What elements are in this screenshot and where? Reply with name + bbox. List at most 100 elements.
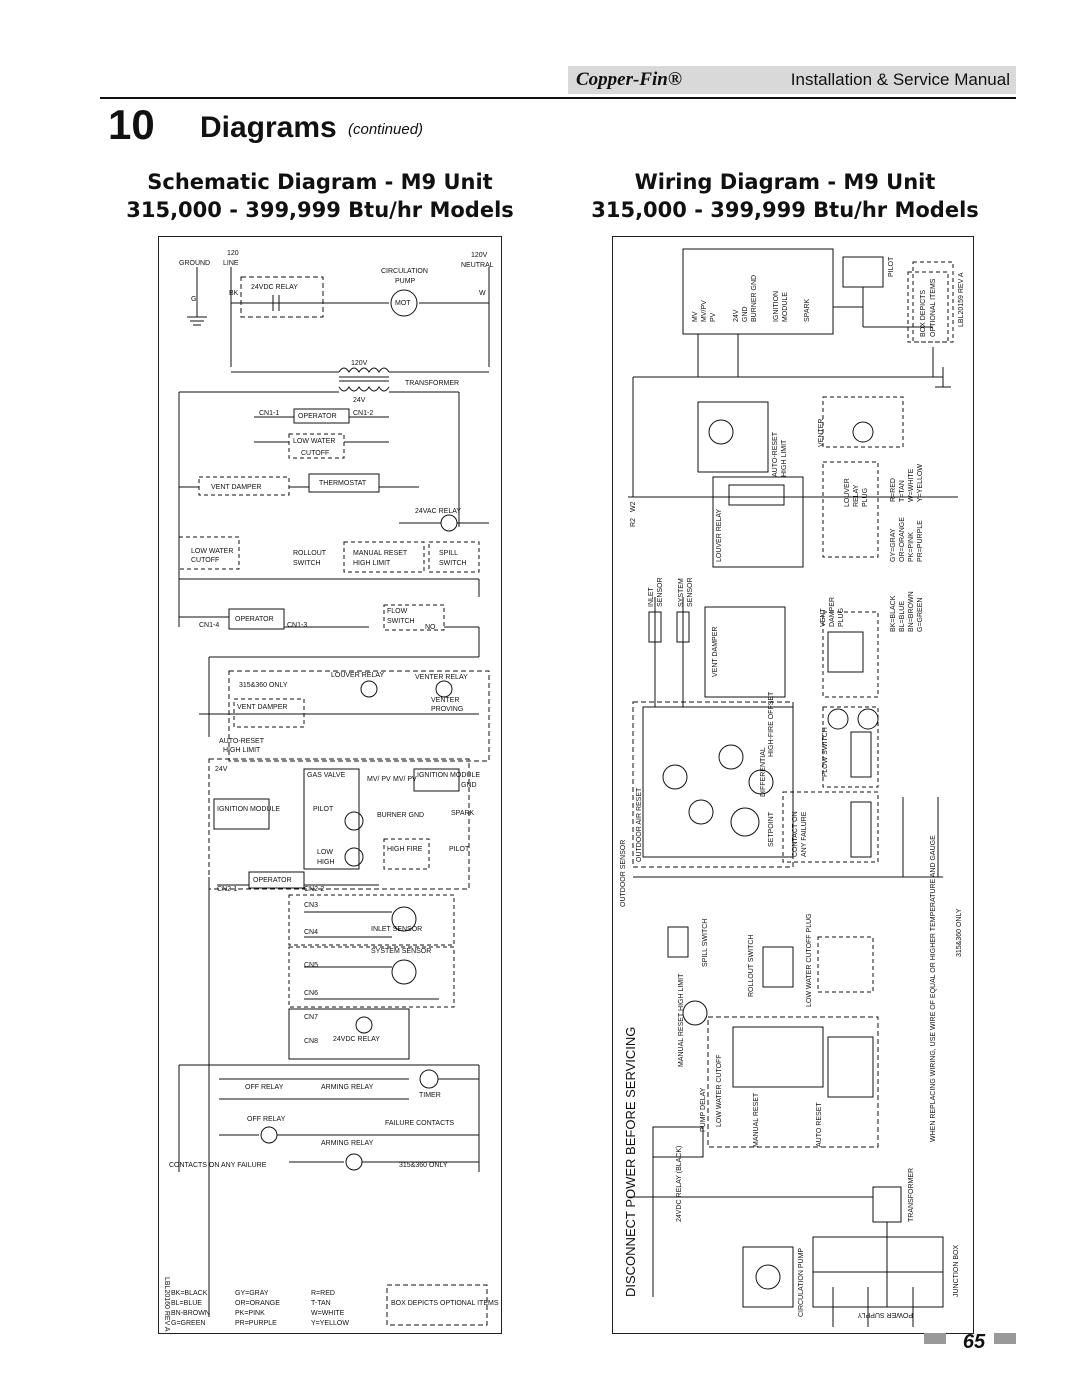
header-rule [100,97,1016,99]
wir-sensor: SENSOR [657,577,664,607]
section-continued: (continued) [348,121,424,138]
sch-rollout: ROLLOUT [293,550,327,557]
sch-24v2: 24V [215,766,228,773]
sch-high-fire: HIGH FIRE [387,846,423,853]
wir-spill-switch: SPILL SWITCH [702,919,709,967]
sch-cn3: CN3 [304,902,318,909]
wir-louver: LOUVER [844,478,851,507]
sch-legend: W=WHITE [311,1310,345,1317]
wir-outdoor-air-reset: OUTDOOR AIR RESET [636,787,643,862]
sch-operator3: OPERATOR [253,877,292,884]
sch-cn1-3: CN1-3 [287,622,307,629]
wir-mv: MV [692,311,699,322]
sch-vent-damper1: VENT DAMPER [211,484,261,491]
wir-replace-note: WHEN REPLACING WIRING, USE WIRE OF EQUAL… [930,835,937,1142]
wir-24vdc-relay: 24VDC RELAY (BLACK) [676,1146,683,1222]
sch-pilot1: PILOT [313,806,334,813]
manual-title: Installation & Service Manual [790,70,1010,89]
wir-louver-relay: LOUVER RELAY [716,509,723,562]
wir-legend: OR=ORANGE [899,517,906,562]
wir-differential: DIFFERENTIAL [760,747,767,797]
wir-plug2: PLUG [838,608,845,627]
schematic-svg: 120 GROUND LINE 120V NEUTRAL CIRCULATION… [163,250,499,1332]
sch-switch2: SWITCH [439,560,467,567]
sch-inlet-sensor: INLET SENSOR [371,926,422,933]
sch-low-water2: LOW WATER [191,548,233,555]
sch-circulation: CIRCULATION [381,268,428,275]
sch-cn8: CN8 [304,1038,318,1045]
wir-legend: BN=BROWN [908,591,915,632]
sch-transformer: TRANSFORMER [405,380,459,387]
sch-cn7: CN7 [304,1014,318,1021]
sch-cutoff2: CUTOFF [191,557,219,564]
wir-sensor2: SENSOR [687,577,694,607]
wir-manual-reset: MANUAL RESET [753,1092,760,1147]
wir-gnd: GND [742,306,749,322]
wir-circulation-pump: CIRCULATION PUMP [798,1248,805,1317]
wir-legend: R=RED [890,478,897,502]
wir-ignition: IGNITION [773,291,780,322]
wir-disconnect-warning: DISCONNECT POWER BEFORE SERVICING [623,1027,638,1297]
sch-legend: OR=ORANGE [235,1300,280,1307]
sch-legend: BN-BROWN [171,1310,210,1317]
sch-contacts-any-failure: CONTACTS ON ANY FAILURE [169,1162,267,1169]
wir-legend: PK=PINK [908,532,915,562]
sch-mv-pv1: MV/ PV [367,776,391,783]
wir-system: SYSTEM [678,578,685,607]
wir-spark: SPARK [804,298,811,322]
wir-auto-reset2: AUTO RESET [816,1102,823,1147]
sch-lbl-code: LBL20160 REV A [163,1277,170,1332]
sch-legend: G=GREEN [171,1320,205,1327]
wir-pump-delay: PUMP DELAY [700,1087,707,1132]
wir-box-depicts: BOX DEPICTS [920,290,927,337]
sch-neutral: NEUTRAL [461,262,494,269]
sch-cn1-2: CN1-2 [353,410,373,417]
sch-louver-relay: LOUVER RELAY [331,672,384,679]
wir-transformer: TRANSFORMER [908,1168,915,1222]
sch-spill: SPILL [439,550,458,557]
sch-mot: MOT [395,300,411,307]
wir-contact-on: CONTACT ON [792,811,799,857]
sch-24vdc-relay2: 24VDC RELAY [333,1036,380,1043]
sch-ground: GROUND [179,260,210,267]
wir-legend: W=WHITE [908,468,915,502]
sch-legend: GY=GRAY [235,1290,269,1297]
wir-pilot: PILOT [888,256,895,277]
wir-rollout-switch: ROLLOUT SWITCH [748,935,755,998]
sch-cn1-1: CN1-1 [259,410,279,417]
sch-cn6: CN6 [304,990,318,997]
sch-mv-pv2: MV/ PV [393,776,417,783]
sch-cn4: CN4 [304,929,318,936]
sch-high-limit1: HIGH LIMIT [353,560,391,567]
sch-arming-relay1: ARMING RELAY [321,1084,374,1091]
sch-legend: Y=YELLOW [311,1320,349,1327]
wir-legend: PR=PURPLE [917,520,924,562]
wir-module: MODULE [782,292,789,322]
schematic-heading-line2: 315,000 - 399,999 Btu/hr Models [126,198,514,222]
wiring-labels: MV MV/PV PV 24V GND BURNER GND IGNITION … [620,256,965,1318]
sch-legend: T-TAN [311,1300,331,1307]
sch-24vac-relay: 24VAC RELAY [415,508,461,515]
wir-legend: BK=BLACK [890,595,897,632]
page-number: 65 [962,1331,986,1353]
sch-venter-relay: VENTER RELAY [415,674,468,681]
sch-120: 120 [227,250,239,257]
sch-legend: BK=BLACK [171,1290,208,1297]
wir-outdoor-sensor: OUTDOOR SENSOR [620,840,627,907]
footer-block [924,1333,946,1344]
section-number: 10 [108,101,155,148]
wir-low-water-cutoff: LOW WATER CUTOFF [716,1054,723,1127]
sch-g: G [191,296,196,303]
sch-flow: FLOW [387,608,408,615]
wir-manual-reset-high-limit: MANUAL RESET HIGH LIMIT [678,973,685,1067]
sch-venter: VENTER [431,697,459,704]
wir-inlet: INLET [648,586,655,607]
sch-315-only2: 315&360 ONLY [399,1162,448,1169]
sch-pilot2: PILOT [449,846,470,853]
wir-mv-pv: MV/PV [701,300,708,322]
sch-legend: BL=BLUE [171,1300,202,1307]
sch-auto-reset: AUTO-RESET [219,738,265,745]
sch-legend: R=RED [311,1290,335,1297]
wiring-svg: MV MV/PV PV 24V GND BURNER GND IGNITION … [620,248,965,1327]
wir-vent-damper: VENT DAMPER [712,627,719,677]
